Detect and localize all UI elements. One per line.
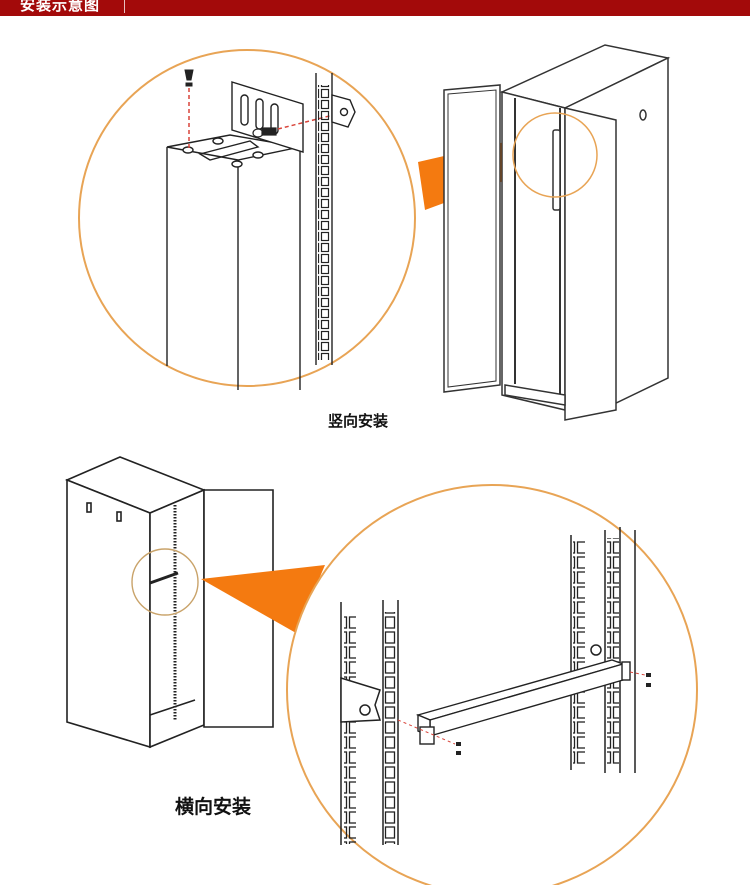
cabinet-horizontal <box>64 456 274 749</box>
dash-line <box>629 671 646 676</box>
header-bar: 安装示意图 <box>0 0 750 16</box>
detail-circle-marker <box>512 112 598 198</box>
cable-manager-post <box>166 134 301 390</box>
caption-horizontal-install: 横向安装 <box>175 796 252 818</box>
header-title: 安装示意图 <box>20 0 101 14</box>
rack-rail-right <box>570 527 636 773</box>
rack-rail-left <box>340 600 399 845</box>
rack-upright <box>315 73 356 365</box>
magnifier-circle <box>78 49 416 387</box>
cabinet-vertical <box>443 44 671 421</box>
top-screw <box>184 69 194 87</box>
dash-line <box>397 719 456 745</box>
vertical-install-diagram <box>78 44 671 421</box>
screws <box>456 673 651 755</box>
bolt <box>252 127 277 138</box>
header-separator <box>124 0 125 13</box>
horizontal-install-diagram <box>64 456 698 885</box>
detail-circle-marker <box>131 548 199 616</box>
caption-vertical-install: 竖向安装 <box>328 412 389 430</box>
callout-arrow <box>201 565 325 633</box>
horizontal-bar <box>415 659 631 745</box>
l-bracket <box>231 81 304 153</box>
